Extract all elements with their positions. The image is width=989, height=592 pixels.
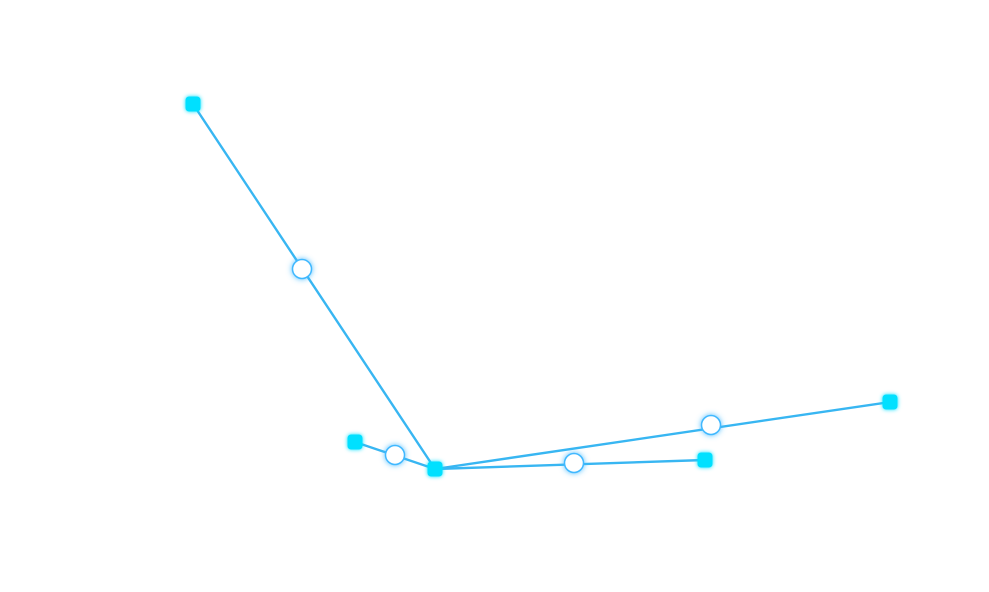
vertex-right-low-square-handle-icon[interactable]: [697, 452, 713, 468]
edges-layer: [191, 102, 892, 471]
edge-b-circle-handle-icon[interactable]: [384, 444, 406, 466]
midpoint-handles-layer: [291, 258, 722, 474]
vertex-left-square-handle-icon[interactable]: [347, 434, 363, 450]
edge-a-circle-handle-icon[interactable]: [291, 258, 313, 280]
edge-d-circle-handle-icon[interactable]: [700, 414, 722, 436]
vertex-hub-square-handle-icon[interactable]: [427, 461, 443, 477]
vertex-right-high-square-handle-icon[interactable]: [882, 394, 898, 410]
edge-d[interactable]: [433, 400, 892, 471]
edge-c-circle-handle-icon[interactable]: [563, 452, 585, 474]
vertex-top-left-square-handle-icon[interactable]: [185, 96, 201, 112]
vertex-handles-layer: [185, 96, 898, 477]
edge-a[interactable]: [191, 102, 437, 471]
